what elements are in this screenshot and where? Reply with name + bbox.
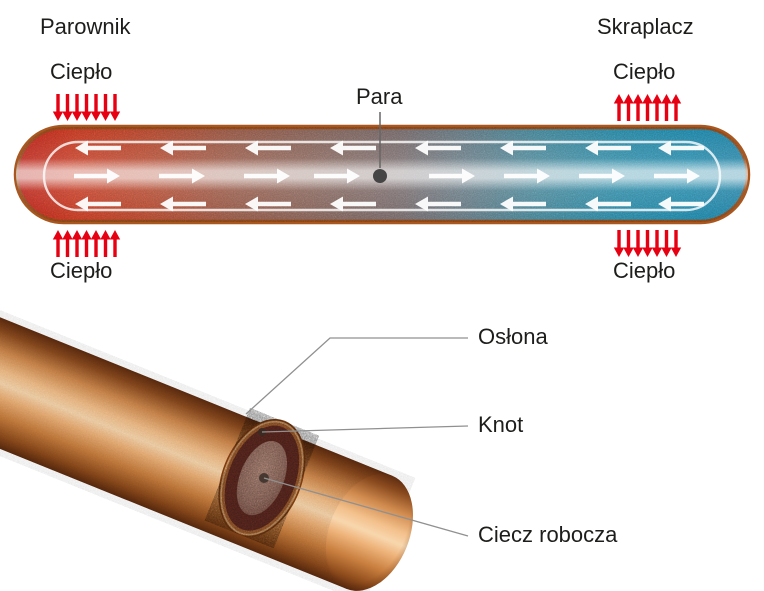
working-fluid-label: Ciecz robocza	[478, 522, 618, 547]
working-fluid-pointer-line	[263, 477, 469, 537]
heat-arrows-top-left	[53, 94, 120, 121]
heat-pipe-cross-section	[13, 94, 751, 257]
tube-end-cap-shade	[325, 473, 413, 591]
vapor-label: Para	[356, 84, 403, 109]
heat-label-bottom-left: Ciepło	[50, 258, 113, 283]
heat-label-bottom-right: Ciepło	[613, 258, 676, 283]
casing-label: Osłona	[478, 324, 548, 349]
wick-pointer-line	[261, 425, 469, 433]
condenser-label: Skraplacz	[597, 14, 694, 39]
heat-label-top-left: Ciepło	[50, 59, 113, 84]
heat-arrows-top-right	[614, 94, 681, 121]
heat-arrows-bottom-right	[614, 230, 681, 257]
wick-boundary-outline	[42, 140, 722, 212]
vapor-pointer-dot	[373, 169, 387, 183]
wick-label: Knot	[478, 412, 524, 437]
casing-rim-highlight	[220, 420, 304, 536]
heat-arrows-bottom-left	[53, 230, 120, 257]
heat-pipe-cutaway	[0, 310, 469, 591]
casing-pointer-line	[245, 337, 468, 415]
evaporator-label: Parownik	[40, 14, 131, 39]
heat-label-top-right: Ciepło	[613, 59, 676, 84]
